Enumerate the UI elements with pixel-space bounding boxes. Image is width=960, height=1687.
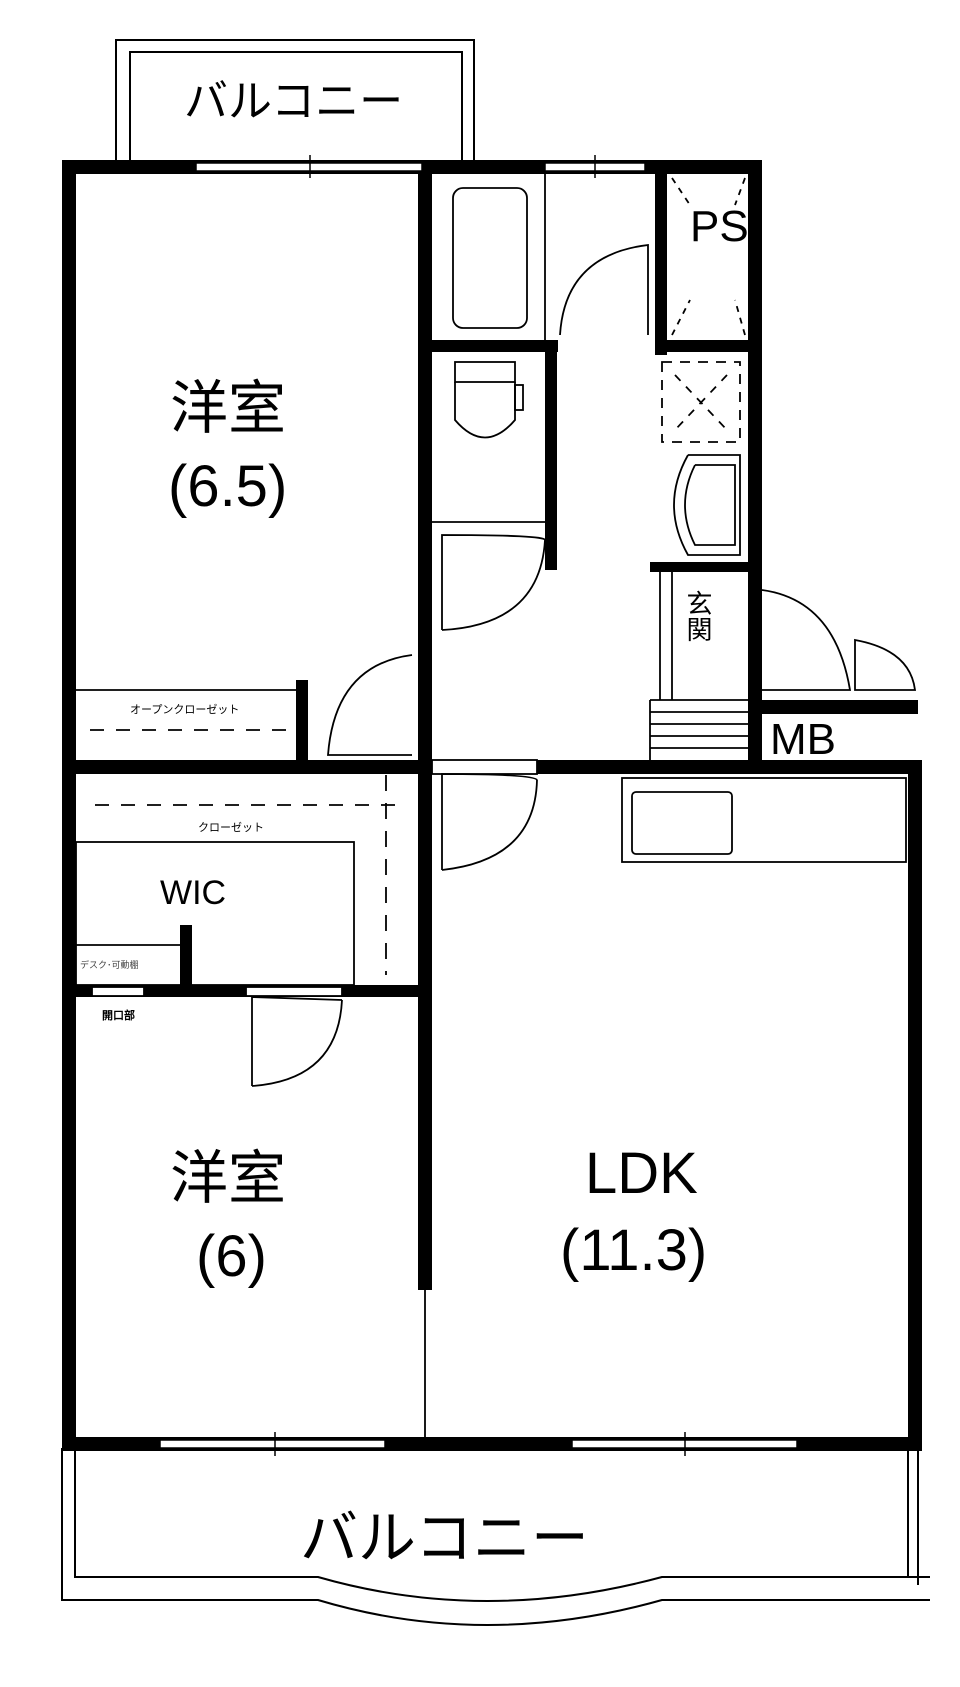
room-size-western-2: (6) — [196, 1224, 267, 1289]
walls — [62, 160, 922, 1451]
mb-label: MB — [770, 715, 836, 764]
ps-label: PS — [690, 202, 749, 251]
room-name-wic: WIC — [160, 874, 227, 912]
room-name-western-2: 洋室 — [170, 1146, 287, 1211]
entrance-label: 玄関 — [683, 590, 713, 642]
balcony-top-label: バルコニー — [184, 77, 404, 126]
opening-label: 開口部 — [102, 1009, 135, 1022]
room-name-western-1: 洋室 — [170, 376, 287, 441]
closet-label: クローゼット — [198, 821, 264, 834]
desk-shelf-label: デスク･可動棚 — [80, 961, 139, 971]
room-size-western-1: (6.5) — [168, 454, 288, 519]
balcony-bottom-label: バルコニー — [300, 1506, 589, 1571]
room-size-ldk: (11.3) — [560, 1218, 708, 1283]
open-closet-label: オープンクローゼット — [130, 703, 240, 716]
room-name-ldk: LDK — [585, 1141, 698, 1206]
bathtub — [452, 187, 528, 329]
